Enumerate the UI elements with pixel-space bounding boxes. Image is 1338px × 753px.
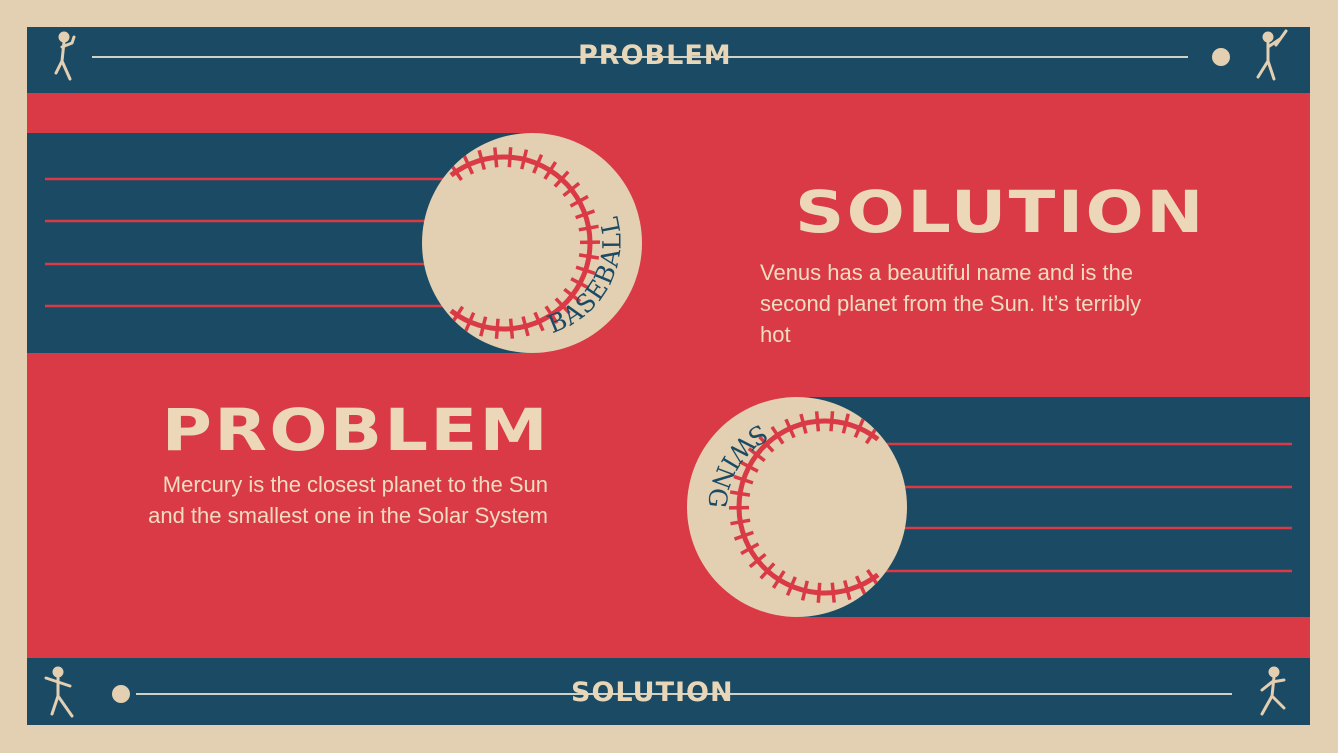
seam-stitch bbox=[554, 297, 571, 315]
seam-stitch bbox=[464, 311, 476, 332]
seam-stitch bbox=[814, 411, 821, 432]
seam-stitch bbox=[493, 147, 499, 168]
bottom-bar-line bbox=[136, 693, 1232, 695]
seam-stitch bbox=[532, 153, 544, 174]
seam-stitch bbox=[578, 253, 600, 260]
seam-stitch bbox=[543, 161, 558, 180]
baseball-batter-icon bbox=[1256, 29, 1288, 81]
seam-stitch bbox=[508, 318, 515, 339]
baseball-catcher-icon bbox=[44, 666, 74, 718]
seam-stitch bbox=[462, 154, 475, 175]
seam-stitch bbox=[830, 582, 836, 603]
seam-stitch bbox=[521, 316, 530, 337]
seam-stitch bbox=[507, 147, 513, 168]
seam-stitch bbox=[816, 582, 822, 603]
seam-stitch bbox=[533, 311, 545, 332]
seam-stitch bbox=[563, 287, 582, 303]
seam-stitch bbox=[842, 579, 852, 601]
seam-stitch bbox=[785, 576, 797, 597]
top-bar bbox=[27, 27, 1310, 93]
seam-stitch bbox=[747, 447, 766, 463]
seam-stitch bbox=[479, 316, 488, 337]
seam-stitch bbox=[520, 149, 529, 170]
seam-stitch bbox=[739, 460, 759, 473]
seam-stitch bbox=[477, 149, 487, 171]
seam-stitch bbox=[771, 570, 786, 589]
seam-stitch bbox=[733, 530, 754, 541]
seam-stitch bbox=[841, 413, 850, 434]
bottom-bar-title: SOLUTION bbox=[571, 677, 734, 708]
seam-stitch bbox=[575, 209, 596, 220]
seam-stitch bbox=[759, 562, 776, 580]
seam-stitch bbox=[730, 518, 751, 526]
ball-dot-icon bbox=[112, 685, 130, 703]
seam-stitch bbox=[854, 575, 867, 596]
solution-heading: SOLUTION bbox=[795, 178, 1206, 246]
seam-stitch bbox=[578, 224, 599, 232]
baseball-top: BASEBALL bbox=[422, 133, 642, 353]
seam-stitch bbox=[829, 411, 835, 432]
seam-stitch bbox=[758, 435, 775, 453]
top-bar-line bbox=[92, 56, 1188, 58]
seam-stitch bbox=[729, 490, 751, 497]
seam-stitch bbox=[562, 181, 581, 198]
seam-stitch bbox=[575, 265, 596, 276]
seam-stitch bbox=[544, 305, 559, 325]
baseball-icon bbox=[687, 397, 907, 617]
seam-stitch bbox=[853, 418, 865, 439]
seam-stitch bbox=[748, 552, 767, 569]
problem-body: Mercury is the closest planet to the Sun… bbox=[148, 472, 548, 528]
seam-stitch bbox=[553, 170, 570, 188]
seam-stitch bbox=[784, 418, 796, 439]
top-bar-title: PROBLEM bbox=[578, 40, 732, 71]
seam-stitch bbox=[740, 542, 760, 556]
ball-dot-icon bbox=[1212, 48, 1230, 66]
seam-stitch bbox=[770, 425, 785, 445]
seam-stitch bbox=[494, 318, 500, 339]
baseball-icon bbox=[422, 133, 642, 353]
seam-stitch bbox=[733, 474, 754, 485]
bottom-bar bbox=[27, 658, 1310, 725]
problem-heading: PROBLEM bbox=[161, 396, 550, 464]
baseball-pitcher-icon bbox=[54, 31, 76, 81]
seam-stitch bbox=[800, 580, 809, 601]
seam-stitch bbox=[799, 413, 808, 434]
seam-stitch bbox=[570, 277, 590, 290]
solution-body: Venus has a beautiful name and is the se… bbox=[760, 260, 1142, 347]
seam-stitch bbox=[569, 194, 589, 208]
baseball-bottom: SWING bbox=[687, 397, 907, 617]
baseball-runner-icon bbox=[1260, 666, 1286, 716]
